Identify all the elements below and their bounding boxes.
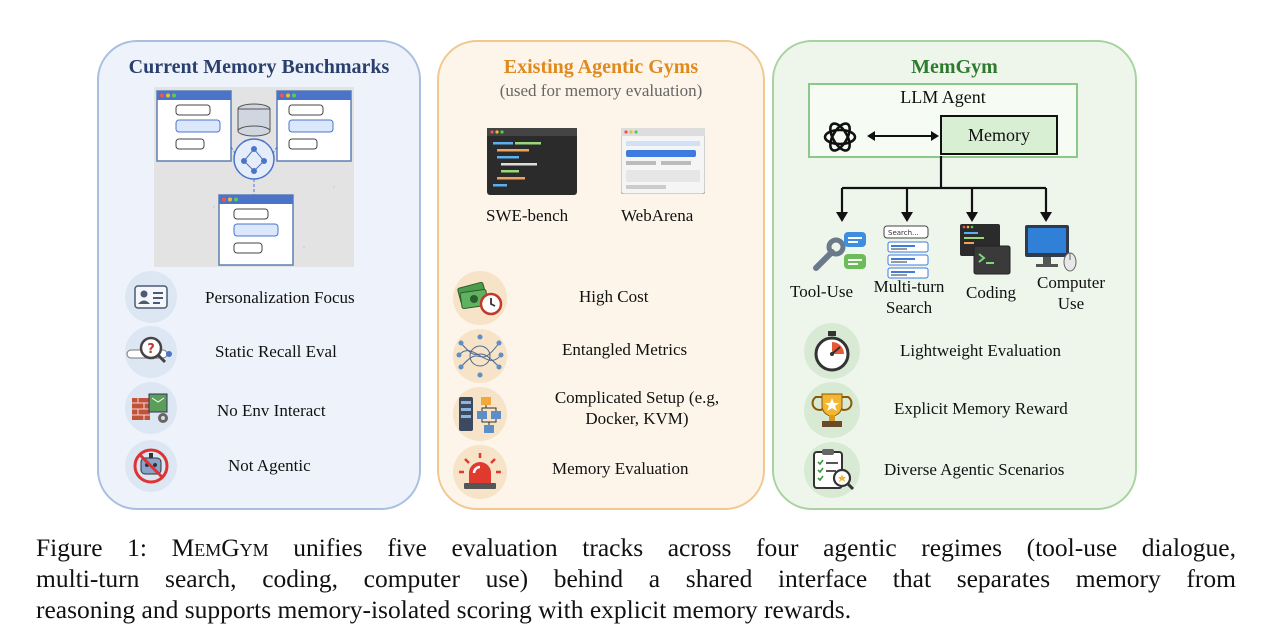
llm-agent-label: LLM Agent <box>900 87 986 107</box>
item-label: Not Agentic <box>228 456 311 475</box>
track-label-line1: Multi-turn <box>873 277 945 296</box>
track-label: Tool-Use <box>790 282 854 301</box>
stopwatch-icon <box>804 323 860 379</box>
figure-caption: Figure 1: MemGym unifies five evaluation… <box>36 532 1236 625</box>
no-robot-icon <box>125 440 177 492</box>
item-label: Diverse Agentic Scenarios <box>884 460 1065 479</box>
tangled-network-icon <box>453 329 507 383</box>
caption-line1-rest: unifies five evaluation tracks across fo… <box>268 533 1236 562</box>
item-label: No Env Interact <box>217 401 326 420</box>
panel-title: Current Memory Benchmarks <box>128 56 390 78</box>
caption-line-1: Figure 1: MemGym unifies five evaluation… <box>36 532 1236 563</box>
double-arrow-icon <box>867 131 939 141</box>
clipboard-search-icon <box>804 442 860 498</box>
svg-text:Search...: Search... <box>888 229 919 237</box>
track-label: Coding <box>966 283 1017 302</box>
current-benchmarks-panel: Current Memory Benchmarks <box>97 40 421 510</box>
siren-icon <box>453 445 507 499</box>
item-label: High Cost <box>579 287 649 306</box>
trophy-icon <box>804 382 860 438</box>
item-label: Explicit Memory Reward <box>894 399 1068 418</box>
caption-line-2: multi-turn search, coding, computer use)… <box>36 564 1236 593</box>
item-label: Lightweight Evaluation <box>900 341 1061 360</box>
magnifier-question-icon: ? <box>125 326 177 378</box>
item-label: Memory Evaluation <box>552 459 689 478</box>
branch-arrows <box>836 156 1052 222</box>
id-card-icon <box>125 271 177 323</box>
terminal-icon <box>960 224 1011 275</box>
item-label: Entangled Metrics <box>562 340 688 359</box>
panel-subtitle: (used for memory evaluation) <box>499 81 703 100</box>
caption-name: MemGym <box>171 533 269 562</box>
gym-label-swe-bench: SWE-bench <box>486 206 569 225</box>
panel-title: Existing Agentic Gyms <box>503 56 699 78</box>
llm-logo-icon <box>823 122 857 152</box>
chat-database-illustration <box>154 87 354 267</box>
svg-text:?: ? <box>147 342 155 357</box>
memory-box: Memory <box>940 115 1058 155</box>
caption-prefix: Figure 1: <box>36 533 172 562</box>
item-label-line2: Docker, KVM) <box>585 409 689 428</box>
search-list-icon: Search... <box>883 225 929 279</box>
track-label-line2: Search <box>885 298 933 317</box>
web-browser-icon <box>621 128 705 194</box>
item-label-line1: Complicated Setup (e.g, <box>554 388 720 407</box>
item-label: Static Recall Eval <box>215 342 337 361</box>
track-label-line1: Computer <box>1037 273 1105 292</box>
track-label: Multi-turn Search <box>869 276 949 318</box>
item-label: Personalization Focus <box>205 288 355 307</box>
wrench-chat-icon <box>813 232 866 271</box>
track-label-line2: Use <box>1057 294 1085 313</box>
terminal-code-icon <box>487 128 577 195</box>
panel-title: MemGym <box>911 56 998 78</box>
money-clock-icon <box>453 271 507 325</box>
brick-wall-map-icon <box>125 382 177 434</box>
track-label: Computer Use <box>1028 272 1114 314</box>
existing-gyms-panel: Existing Agentic Gyms (used for memory e… <box>437 40 765 510</box>
item-label: Complicated Setup (e.g, Docker, KVM) <box>527 387 747 429</box>
gym-label-webarena: WebArena <box>621 206 694 225</box>
desktop-computer-icon <box>1025 225 1077 272</box>
memory-label: Memory <box>968 125 1030 145</box>
server-flowchart-icon <box>453 387 507 441</box>
memgym-panel: MemGym LLM Agent Memory <box>772 40 1137 510</box>
caption-line-3: reasoning and supports memory-isolated s… <box>36 595 852 624</box>
